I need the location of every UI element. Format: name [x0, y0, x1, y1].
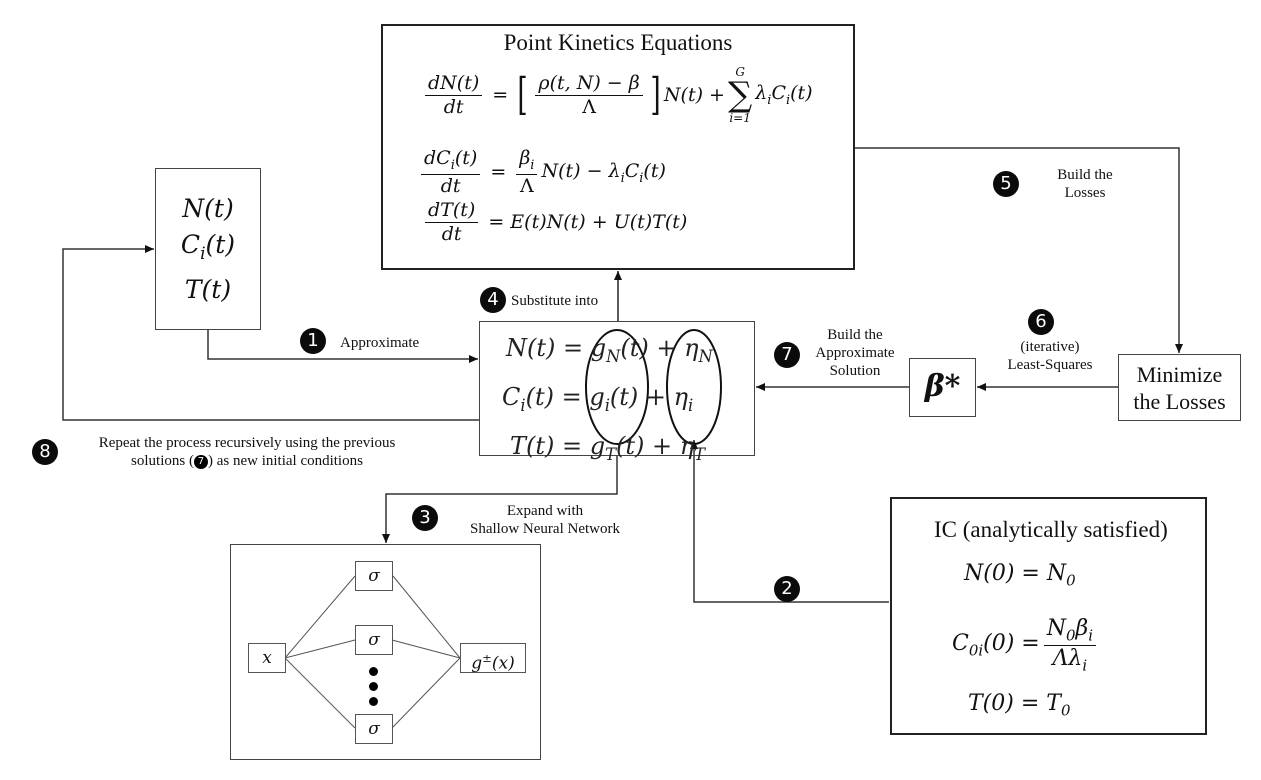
ic-eq-n: N(0) = N0 [964, 561, 1076, 590]
step-badge-5: 5 [993, 171, 1019, 197]
approx-row-t: T(t) = gT(t) + ηT [510, 431, 706, 464]
beta-star-box: β* [909, 358, 976, 417]
step-badge-2: 2 [774, 576, 800, 602]
arrow-approximate [207, 329, 478, 363]
arrow-build-losses [854, 147, 1183, 353]
step-badge-1: 1 [300, 328, 326, 354]
pke-equation-t: dT(t)dt = E(t)N(t) + U(t)T(t) [421, 200, 687, 245]
step-label-4: Substitute into [511, 293, 599, 309]
nn-hidden-node: σ [355, 625, 393, 655]
var-c: Ci(t) [180, 230, 236, 264]
step-badge-4: 4 [480, 287, 506, 313]
nn-input-node: x [248, 643, 286, 673]
var-n: N(t) [182, 194, 234, 223]
minimize-losses-box: Minimize the Losses [1118, 354, 1241, 421]
point-kinetics-box: Point Kinetics Equations dN(t)dt = [ ρ(t… [381, 24, 855, 270]
step-badge-6: 6 [1028, 309, 1054, 335]
step-label-3: Expand with Shallow Neural Network [470, 503, 620, 537]
nn-hidden-node: σ [355, 714, 393, 744]
step-label-1: Approximate [340, 335, 420, 351]
neural-network-box [230, 544, 541, 760]
step-label-7: Build the Approximate Solution [815, 327, 895, 379]
arrow-expand-nn [382, 455, 618, 543]
nn-output-node: g±(x) [460, 643, 526, 674]
arrow-repeat-loop [62, 245, 480, 421]
step-label-5: Build the Losses [1057, 167, 1113, 201]
nn-edge [391, 639, 461, 659]
step-ref-badge-7: 7 [193, 454, 208, 469]
var-t: T(t) [184, 275, 232, 304]
nn-edge [284, 575, 356, 659]
nn-edge [284, 639, 356, 659]
step-label-6: (iterative) Least-Squares [1007, 339, 1093, 373]
approx-row-n: N(t) = gN(t) + ηN [506, 334, 713, 366]
approx-row-c: Ci(t) = gi(t) + ηi [502, 382, 694, 415]
step-badge-7: 7 [774, 342, 800, 368]
pke-title: Point Kinetics Equations [503, 30, 733, 55]
nn-edge [392, 575, 461, 659]
g-column-ellipse [585, 329, 649, 445]
initial-conditions-box: IC (analytically satisfied) N(0) = N0 C0… [890, 497, 1207, 735]
approximation-box: N(t) = gN(t) + ηN Ci(t) = gi(t) + ηi T(t… [479, 321, 755, 463]
beta-star: β* [924, 369, 961, 404]
nn-ellipsis-dot [369, 682, 378, 691]
ic-title: IC (analytically satisfied) [934, 517, 1168, 542]
arrow-ic [690, 440, 889, 603]
variables-box: N(t) Ci(t) T(t) [155, 168, 261, 330]
nn-edge [284, 657, 356, 729]
nn-ellipsis-dot [369, 667, 378, 676]
step-label-8: Repeat the process recursively using the… [98, 435, 396, 469]
step-badge-8: 8 [32, 439, 58, 465]
ic-eq-t: T(0) = T0 [968, 691, 1071, 720]
nn-hidden-node: σ [355, 561, 393, 591]
nn-edge [391, 657, 461, 729]
step-badge-3: 3 [412, 505, 438, 531]
eta-column-ellipse [666, 329, 722, 445]
nn-ellipsis-dot [369, 697, 378, 706]
